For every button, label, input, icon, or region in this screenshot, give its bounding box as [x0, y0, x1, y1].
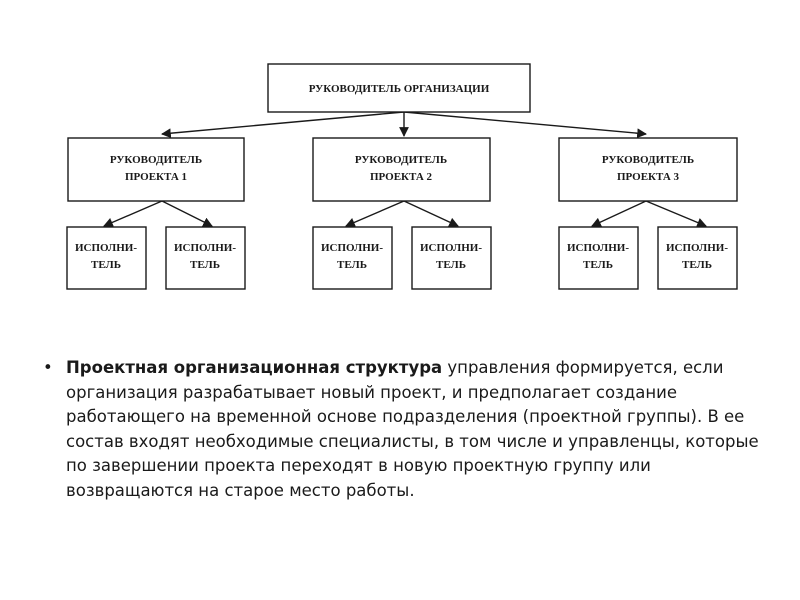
- edges: [103, 111, 707, 228]
- edge-root-manager-1: [161, 111, 405, 139]
- executor-label-line-1: ИСПОЛНИ-: [567, 242, 629, 254]
- manager-node-2: РУКОВОДИТЕЛЬ ПРОЕКТА 2: [312, 137, 491, 202]
- executor-label-line-2: ТЕЛЬ: [583, 259, 613, 271]
- paragraph-body: Проектная организационная структура упра…: [46, 356, 766, 503]
- executor-label-line-1: ИСПОЛНИ-: [321, 242, 383, 254]
- executor-label-line-1: ИСПОЛНИ-: [75, 242, 137, 254]
- manager-3-line-1: РУКОВОДИТЕЛЬ: [602, 154, 694, 166]
- edge-manager-3-executor-2: [645, 200, 707, 228]
- executor-node-2-2: ИСПОЛНИ- ТЕЛЬ: [411, 226, 492, 290]
- manager-3-line-2: ПРОЕКТА 3: [617, 171, 680, 183]
- edge-manager-3-executor-1: [591, 200, 647, 227]
- executor-label-line-1: ИСПОЛНИ-: [174, 242, 236, 254]
- description-paragraph: • Проектная организационная структура уп…: [43, 356, 766, 503]
- manager-1-line-2: ПРОЕКТА 1: [125, 171, 187, 183]
- root-label: РУКОВОДИТЕЛЬ ОРГАНИЗАЦИИ: [309, 83, 490, 95]
- org-chart-diagram: РУКОВОДИТЕЛЬ ОРГАНИЗАЦИИ РУКОВОДИТЕЛЬ ПР…: [66, 63, 738, 290]
- executor-label-line-1: ИСПОЛНИ-: [666, 242, 728, 254]
- manager-1-line-1: РУКОВОДИТЕЛЬ: [110, 154, 202, 166]
- executor-node-1-2: ИСПОЛНИ- ТЕЛЬ: [165, 226, 246, 290]
- manager-2-line-1: РУКОВОДИТЕЛЬ: [355, 154, 447, 166]
- manager-node-3: РУКОВОДИТЕЛЬ ПРОЕКТА 3: [558, 137, 738, 202]
- executor-node-3-1: ИСПОЛНИ- ТЕЛЬ: [558, 226, 639, 290]
- executor-label-line-2: ТЕЛЬ: [682, 259, 712, 271]
- executor-node-2-1: ИСПОЛНИ- ТЕЛЬ: [312, 226, 393, 290]
- manager-node-1: РУКОВОДИТЕЛЬ ПРОЕКТА 1: [67, 137, 245, 202]
- executor-label-line-2: ТЕЛЬ: [337, 259, 367, 271]
- executor-node-3-2: ИСПОЛНИ- ТЕЛЬ: [657, 226, 738, 290]
- manager-2-line-2: ПРОЕКТА 2: [370, 171, 433, 183]
- edge-root-manager-3: [403, 111, 647, 139]
- executor-label-line-2: ТЕЛЬ: [91, 259, 121, 271]
- edge-manager-1-executor-2: [161, 200, 213, 227]
- bold-lead-text: Проектная организационная структура: [66, 358, 443, 377]
- edge-manager-1-executor-1: [103, 200, 163, 228]
- root-node: РУКОВОДИТЕЛЬ ОРГАНИЗАЦИИ: [267, 63, 531, 113]
- executor-label-line-2: ТЕЛЬ: [436, 259, 466, 271]
- edge-manager-2-executor-1: [345, 200, 405, 228]
- executor-node-1-1: ИСПОЛНИ- ТЕЛЬ: [66, 226, 147, 290]
- bullet-icon: •: [43, 358, 53, 377]
- executor-label-line-1: ИСПОЛНИ-: [420, 242, 482, 254]
- executor-label-line-2: ТЕЛЬ: [190, 259, 220, 271]
- edge-manager-2-executor-2: [403, 200, 459, 227]
- paragraph-rest-text: управления формируется, если организация…: [66, 358, 759, 500]
